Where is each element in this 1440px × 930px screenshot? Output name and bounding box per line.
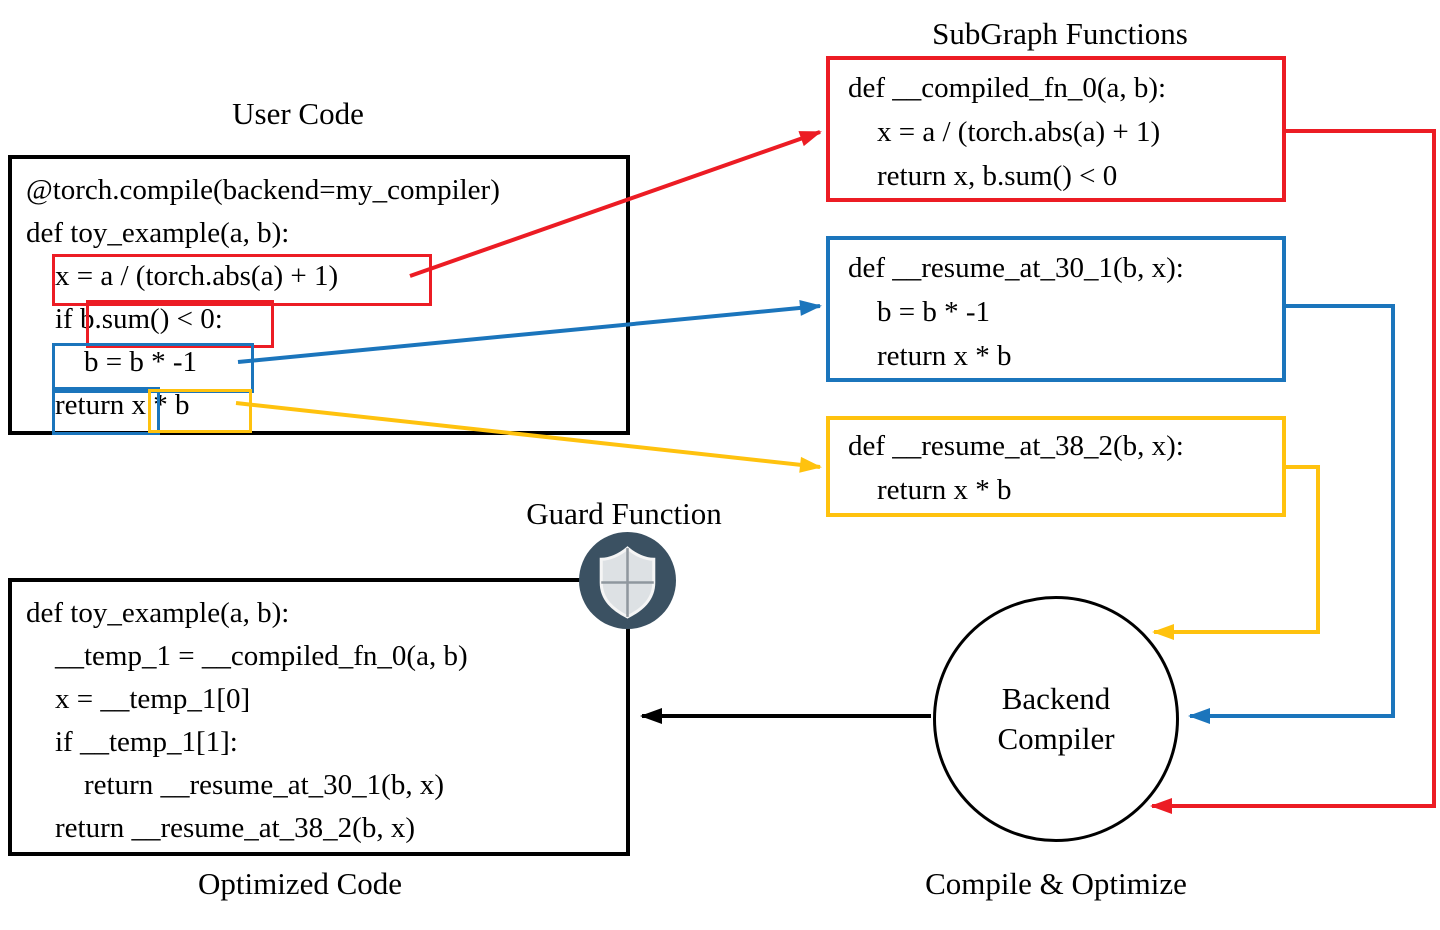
user-code-box: @torch.compile(backend=my_compiler) def … [8, 155, 630, 435]
subgraph-resume-38-box: def __resume_at_38_2(b, x): return x * b [826, 416, 1286, 517]
optimized-code-box: def toy_example(a, b): __temp_1 = __comp… [8, 578, 630, 856]
guard-function-title: Guard Function [526, 496, 722, 531]
optimized-code-title: Optimized Code [197, 866, 403, 901]
subgraph-compiled-fn-box: def __compiled_fn_0(a, b): x = a / (torc… [826, 56, 1286, 202]
subgraph-compiled-fn-text: def __compiled_fn_0(a, b): x = a / (torc… [848, 72, 1167, 192]
subgraph-functions-title: SubGraph Functions [932, 16, 1188, 51]
shield-cross-lines [601, 548, 654, 617]
backend-compiler-label: Backend Compiler [997, 681, 1115, 756]
guard-shield-icon [579, 532, 676, 629]
subgraph-resume-30-text: def __resume_at_30_1(b, x): b = b * -1 r… [848, 252, 1184, 372]
backend-compiler-node: Backend Compiler [933, 596, 1179, 842]
subgraph-resume-38-text: def __resume_at_38_2(b, x): return x * b [848, 430, 1184, 506]
user-code-text: @torch.compile(backend=my_compiler) def … [26, 174, 500, 421]
compile-optimize-title: Compile & Optimize [925, 866, 1187, 901]
optimized-code-text: def toy_example(a, b): __temp_1 = __comp… [26, 597, 468, 844]
user-code-title: User Code [232, 96, 364, 131]
subgraph-resume-30-box: def __resume_at_30_1(b, x): b = b * -1 r… [826, 236, 1286, 382]
